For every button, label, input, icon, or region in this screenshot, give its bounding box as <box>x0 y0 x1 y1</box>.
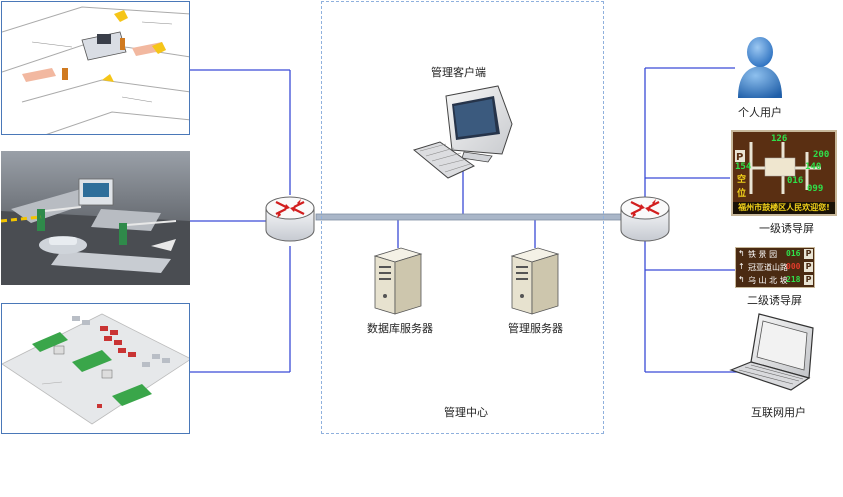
level1-guidance-display: P 126 154 200 140 016 099 空 位 福州市鼓楼区人民欢迎… <box>731 130 837 216</box>
level2-row: ↰ 铁 景 园 016 P <box>738 249 814 261</box>
level2-row: ↑ 冠亚道山路 000 P <box>738 262 814 274</box>
level2-row-name: 冠亚道山路 <box>748 263 788 272</box>
level2-row-value: 016 <box>786 249 801 258</box>
database-server-icon <box>371 246 425 316</box>
level2-row-value: 000 <box>786 262 801 271</box>
laptop-icon <box>729 312 817 392</box>
level1-number-2: 154 <box>735 162 752 172</box>
management-client-label: 管理客户端 <box>431 66 486 79</box>
arrow-icon: ↰ <box>738 275 745 284</box>
parking-p-icon: P <box>804 249 813 259</box>
level1-number-4: 140 <box>805 162 822 172</box>
management-center-box <box>321 1 604 434</box>
parking-p-icon: P <box>804 262 813 272</box>
level1-number-3: 200 <box>813 150 830 160</box>
level1-banner: 福州市鼓楼区人民欢迎您! <box>733 202 835 214</box>
level1-side-char-1: 空 <box>737 175 747 185</box>
personal-user-icon <box>735 34 785 100</box>
level2-row-name: 乌 山 北 坡 <box>748 276 788 285</box>
level2-row: ↰ 乌 山 北 坡 218 P <box>738 275 814 287</box>
level2-guidance-display: ↰ 铁 景 园 016 P ↑ 冠亚道山路 000 P ↰ 乌 山 北 坡 21… <box>735 247 815 288</box>
level1-number-1: 126 <box>771 134 788 144</box>
right-router-icon <box>619 194 671 246</box>
level2-row-value: 218 <box>786 275 801 284</box>
personal-user-label: 个人用户 <box>738 106 782 119</box>
arrow-icon: ↑ <box>738 262 745 271</box>
desktop-computer-icon <box>412 84 516 180</box>
level2-display-label: 二级诱导屏 <box>747 294 802 307</box>
parking-plan-image <box>1 1 190 135</box>
left-router-icon <box>264 194 316 246</box>
svg-text:P: P <box>736 152 743 163</box>
parking-p-icon: P <box>804 275 813 285</box>
level1-number-6: 099 <box>807 184 824 194</box>
level2-row-name: 铁 景 园 <box>748 250 778 259</box>
management-server-icon <box>508 246 562 316</box>
level1-side-char-2: 位 <box>737 189 747 199</box>
management-server-label: 管理服务器 <box>508 322 563 335</box>
database-server-label: 数据库服务器 <box>367 322 433 335</box>
level1-number-5: 016 <box>787 176 804 186</box>
internet-user-label: 互联网用户 <box>751 406 806 419</box>
toll-gate-render <box>1 151 190 285</box>
parking-lot-3d-image <box>1 303 190 434</box>
level1-display-label: 一级诱导屏 <box>759 222 814 235</box>
management-center-title: 管理中心 <box>444 406 488 419</box>
arrow-icon: ↰ <box>738 249 745 258</box>
